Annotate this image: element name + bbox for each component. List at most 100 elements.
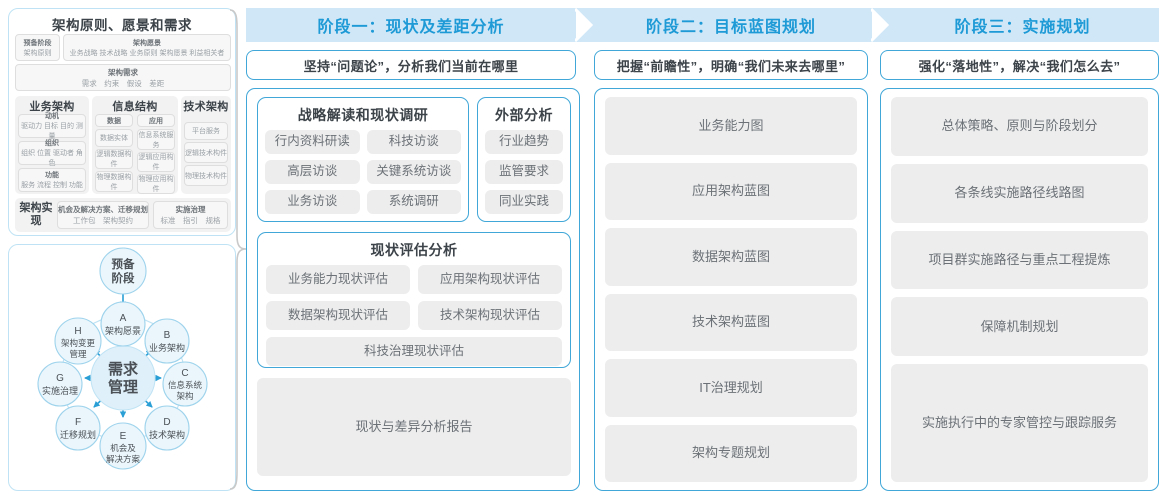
phase-3-subtitle: 强化“落地性”，解决“我们怎么去” <box>880 50 1159 80</box>
phase-2-title: 阶段二：目标蓝图规划 <box>645 19 816 36</box>
strategy-chip-0[interactable]: 行内资料研读 <box>265 130 360 154</box>
togaf-governance-head: 实施治理 <box>175 205 206 214</box>
togaf-function-sub: 服务 流程 控制 功能 <box>21 182 83 189</box>
chevron-right-icon-2 <box>871 8 889 42</box>
external-analysis-group: 外部分析 行业趋势 监管要求 同业实践 <box>477 97 571 222</box>
gap-analysis-report-chip[interactable]: 现状与差异分析报告 <box>257 378 571 476</box>
bracket-icon <box>229 9 247 490</box>
phase-2-subtitle: 把握“前瞻性”，明确“我们未来去哪里” <box>594 50 868 80</box>
togaf-motivation-head: 动机 <box>45 113 59 120</box>
blueprint-chip-1[interactable]: 应用架构蓝图 <box>605 162 857 220</box>
strategy-chip-3[interactable]: 关键系统访谈 <box>366 160 461 184</box>
togaf-box-function: 功能 服务 流程 控制 功能 <box>18 168 86 192</box>
phase-2-body: 业务能力图 应用架构蓝图 数据架构蓝图 技术架构蓝图 IT治理规划 架构专题规划 <box>594 88 868 491</box>
blueprint-chip-3[interactable]: 技术架构蓝图 <box>605 293 857 351</box>
phase-2-header-band: 阶段二：目标蓝图规划 <box>590 8 889 42</box>
togaf-prep-sub: 架构原则 <box>23 49 52 57</box>
adm-node-H-key: H <box>74 326 81 337</box>
adm-node-C-key: C <box>181 368 188 379</box>
external-chip-1[interactable]: 监管要求 <box>485 160 563 184</box>
current-assessment-group: 现状评估分析 业务能力现状评估 应用架构现状评估 数据架构现状评估 技术架构现状… <box>257 232 571 368</box>
adm-prep-line1: 预备 <box>112 257 135 271</box>
togaf-data-item-1: 逻辑数据构件 <box>95 149 133 169</box>
strategy-chip-1[interactable]: 科技访谈 <box>366 130 461 154</box>
adm-node-E-label-2: 解决方案 <box>106 454 141 464</box>
togaf-app-item-1: 逻辑应用构件 <box>137 152 175 172</box>
togaf-organization-sub: 组织 位置 驱动者 角色 <box>21 150 83 167</box>
external-chip-2[interactable]: 同业实践 <box>485 190 563 214</box>
strategy-chip-5[interactable]: 系统调研 <box>366 190 461 214</box>
togaf-col1-head: 业务架构 <box>29 101 75 113</box>
togaf-bottom-row: 架构实现 机会及解决方案、迁移规划 工作包 架构契约 实施治理 标准 指引 规格 <box>15 198 231 232</box>
strategy-chip-2[interactable]: 高层访谈 <box>265 160 360 184</box>
grouping-bracket <box>228 8 248 491</box>
assessment-chip-3[interactable]: 技术架构现状评估 <box>418 301 562 330</box>
togaf-tech-item-2: 物理技术构件 <box>184 165 228 186</box>
togaf-function-head: 功能 <box>45 172 59 179</box>
adm-node-A-label: 架构愿景 <box>105 325 141 336</box>
assessment-chip-0[interactable]: 业务能力现状评估 <box>266 265 410 294</box>
togaf-tech-item-1: 逻辑技术构件 <box>184 142 228 163</box>
blueprint-chip-5[interactable]: 架构专题规划 <box>605 424 857 482</box>
adm-cycle-card: 需求 管理 预备 阶段 A 架构愿景 B 业务架构 C 信息系统 架构 D 技术… <box>8 244 236 491</box>
togaf-column-business: 业务架构 动机 驱动力 目标 目的 测量 组织 组织 位置 驱动者 角色 功能 … <box>15 96 89 194</box>
blueprint-chip-0[interactable]: 业务能力图 <box>605 97 857 155</box>
implementation-chip-4[interactable]: 实施执行中的专家管控与跟踪服务 <box>891 364 1148 482</box>
togaf-req-sub: 需求 约束 假设 差距 <box>81 78 165 88</box>
togaf-col2-head: 信息结构 <box>112 101 158 113</box>
togaf-organization-head: 组织 <box>45 140 59 147</box>
togaf-governance-sub: 标准 指引 规格 <box>160 216 221 225</box>
adm-node-B-label: 业务架构 <box>149 342 185 353</box>
togaf-top-row: 预备阶段 架构原则 架构愿景 业务战略 技术战略 业务原则 架构愿景 利益相关者 <box>15 34 231 61</box>
phase-3-header-band: 阶段三：实施规划 <box>886 8 1159 42</box>
implementation-chip-2[interactable]: 项目群实施路径与重点工程提炼 <box>891 230 1148 290</box>
implementation-chip-0[interactable]: 总体策略、原则与阶段划分 <box>891 97 1148 156</box>
assessment-chip-4[interactable]: 科技治理现状评估 <box>266 337 562 366</box>
togaf-data-item-2: 物理数据构件 <box>95 171 133 192</box>
togaf-governance-box: 实施治理 标准 指引 规格 <box>153 201 228 229</box>
togaf-opportunity-box: 机会及解决方案、迁移规划 工作包 架构契约 <box>57 201 149 229</box>
togaf-prep-head: 预备阶段 <box>23 39 52 47</box>
togaf-motivation-sub: 驱动力 目标 目的 测量 <box>21 123 83 140</box>
phase-3-item-stack: 总体策略、原则与阶段划分 各条线实施路径线路图 项目群实施路径与重点工程提炼 保… <box>891 97 1148 482</box>
togaf-requirements-box: 架构需求 需求 约束 假设 差距 <box>15 64 231 91</box>
implementation-chip-1[interactable]: 各条线实施路径线路图 <box>891 163 1148 223</box>
chevron-right-icon-1 <box>575 8 593 42</box>
blueprint-chip-4[interactable]: IT治理规划 <box>605 359 857 417</box>
togaf-columns: 业务架构 动机 驱动力 目标 目的 测量 组织 组织 位置 驱动者 角色 功能 … <box>15 96 231 194</box>
togaf-col3-head: 技术架构 <box>183 101 229 113</box>
togaf-data-head: 数据 <box>107 117 121 125</box>
togaf-opportunity-sub: 工作包 架构契约 <box>73 216 133 225</box>
adm-node-D-label: 技术架构 <box>149 429 185 440</box>
togaf-realization-label: 架构实现 <box>19 202 53 227</box>
togaf-req-head: 架构需求 <box>108 67 138 77</box>
adm-node-F-key: F <box>75 417 81 428</box>
togaf-box-organization: 组织 组织 位置 驱动者 角色 <box>18 140 86 167</box>
assessment-chip-2[interactable]: 数据架构现状评估 <box>266 301 410 330</box>
phase-3-body: 总体策略、原则与阶段划分 各条线实施路径线路图 项目群实施路径与重点工程提炼 保… <box>880 88 1159 491</box>
strategy-research-group: 战略解读和现状调研 行内资料研读 科技访谈 高层访谈 关键系统访谈 业务访谈 系… <box>257 97 469 222</box>
togaf-column-information: 信息结构 数据 数据实体 逻辑数据构件 物理数据构件 应用 <box>92 96 178 194</box>
togaf-column-technology: 技术架构 平台服务 逻辑技术构件 物理技术构件 <box>181 96 231 194</box>
strategy-chip-4[interactable]: 业务访谈 <box>265 190 360 214</box>
togaf-data-head-box: 数据 <box>95 114 133 127</box>
togaf-title: 架构原则、愿景和需求 <box>52 18 192 33</box>
togaf-opportunity-head: 机会及解决方案、迁移规划 <box>58 205 148 214</box>
togaf-tech-item-0: 平台服务 <box>184 122 228 140</box>
blueprint-chip-2[interactable]: 数据架构蓝图 <box>605 228 857 286</box>
adm-node-G-key: G <box>56 373 64 384</box>
togaf-box-motivation: 动机 驱动力 目标 目的 测量 <box>18 113 86 140</box>
togaf-app-head-box: 应用 <box>137 114 175 127</box>
implementation-chip-3[interactable]: 保障机制规划 <box>891 297 1148 357</box>
togaf-vision-sub: 业务战略 技术战略 业务原则 架构愿景 利益相关者 <box>69 49 225 57</box>
adm-node-A-key: A <box>120 313 127 324</box>
phase-1-subtitle: 坚持“问题论”，分析我们当前在哪里 <box>246 50 576 80</box>
external-chip-0[interactable]: 行业趋势 <box>485 130 563 154</box>
adm-node-C-label-2: 架构 <box>176 391 193 401</box>
togaf-app-head: 应用 <box>149 117 163 125</box>
phase-2-item-stack: 业务能力图 应用架构蓝图 数据架构蓝图 技术架构蓝图 IT治理规划 架构专题规划 <box>605 97 857 482</box>
adm-node-H-label-1: 架构变更 <box>61 338 96 348</box>
togaf-prep-box: 预备阶段 架构原则 <box>15 34 60 61</box>
assessment-chip-1[interactable]: 应用架构现状评估 <box>418 265 562 294</box>
adm-center-label-line2: 管理 <box>108 378 138 396</box>
